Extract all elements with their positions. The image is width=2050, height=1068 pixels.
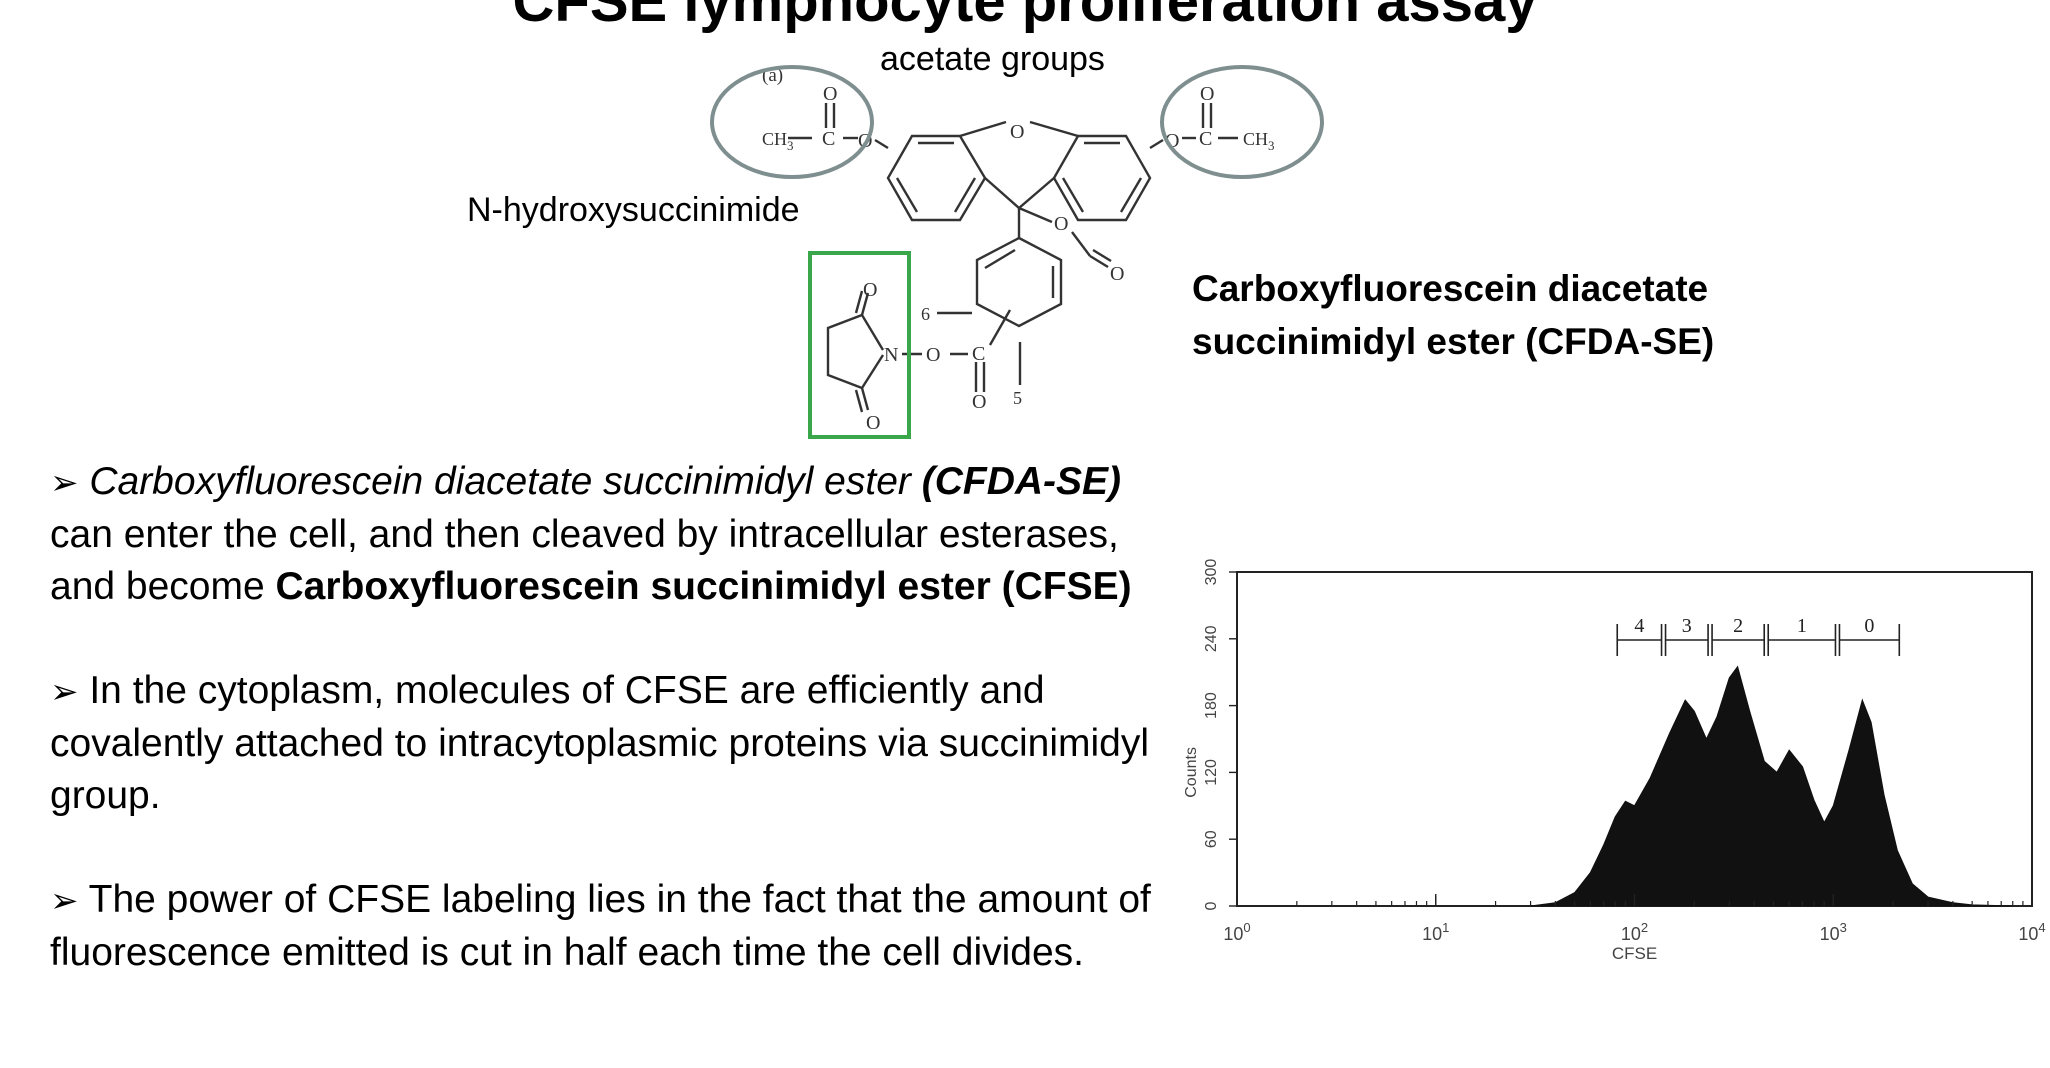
gate-1: 1 — [1767, 615, 1837, 656]
compound-name-line2: succinimidyl ester (CFDA-SE) — [1192, 321, 1715, 362]
y-tick-label: 240 — [1203, 625, 1220, 652]
gate-2: 2 — [1711, 615, 1766, 656]
atom-c-left-acetate: C — [822, 128, 835, 150]
left-acetate-highlight — [710, 65, 874, 179]
bullet-2-text: In the cytoplasm, molecules of CFSE are … — [50, 669, 1149, 817]
bullet-arrow-icon: ➢ — [50, 881, 79, 921]
bullet-1-text: can enter the cell, and then cleaved by … — [50, 513, 1119, 608]
atom-o-succinimide-bottom: O — [866, 412, 880, 434]
bullet-3: ➢ The power of CFSE labeling lies in the… — [50, 874, 1170, 979]
histogram-series-0 — [1530, 665, 2013, 907]
histogram-area — [1530, 665, 2013, 907]
gate-label: 3 — [1682, 615, 1692, 637]
x-tick-label: 101 — [1422, 920, 1449, 944]
compound-name-line1: Carboxyfluorescein diacetate — [1192, 268, 1709, 309]
left-methyl-label: CH3 — [762, 129, 794, 153]
gate-label: 0 — [1864, 615, 1874, 637]
cfda-se-structure: O O O 6 5 C O O N O O O O C CH3 O O C CH… — [710, 65, 1324, 439]
atom-c-right-acetate: C — [1199, 128, 1212, 150]
gate-label: 1 — [1797, 615, 1807, 637]
atom-o-carbonyl: O — [1110, 263, 1124, 285]
bullet-3-text: The power of CFSE labeling lies in the f… — [50, 878, 1151, 974]
atom-o-pyran: O — [1010, 121, 1024, 143]
acetate-groups-label: acetate groups — [880, 40, 1105, 78]
bullet-1: ➢ Carboxyfluorescein diacetate succinimi… — [50, 456, 1170, 613]
gate-label: 4 — [1634, 615, 1644, 637]
right-methyl-label: CH3 — [1243, 129, 1275, 153]
y-axis-label: Counts — [1183, 747, 1200, 798]
bullet-1-italic: Carboxyfluorescein diacetate succinimidy… — [89, 460, 922, 503]
x-tick-label: 103 — [1820, 920, 1847, 944]
x-axis-label: CFSE — [1612, 944, 1657, 963]
bullet-1-bold: Carboxyfluorescein succinimidyl ester (C… — [275, 565, 1132, 608]
atom-o-ester-carbonyl: O — [972, 391, 986, 413]
atom-c-ester: C — [972, 343, 985, 365]
nhs-highlight-box — [808, 251, 911, 439]
position-5-label: 5 — [1013, 388, 1022, 408]
x-tick-label: 100 — [1223, 920, 1250, 944]
y-tick-label: 180 — [1203, 692, 1220, 719]
bullet-arrow-icon: ➢ — [50, 463, 79, 503]
atom-o-right-carbonyl: O — [1200, 83, 1214, 105]
atom-o-succinimide-top: O — [863, 279, 877, 301]
x-tick-label: 102 — [1621, 920, 1648, 944]
slide-title: CFSE lymphocyte proliferation assay — [512, 0, 1538, 34]
y-tick-label: 60 — [1203, 830, 1220, 848]
position-6-label: 6 — [921, 304, 930, 324]
atom-o-lactone: O — [1054, 213, 1068, 235]
bullet-arrow-icon: ➢ — [50, 672, 79, 712]
x-tick-label: 104 — [2018, 920, 2045, 944]
bond-lines — [788, 103, 1238, 413]
right-acetate-highlight — [1160, 65, 1324, 179]
compound-name: Carboxyfluorescein diacetate succinimidy… — [1192, 262, 1714, 368]
y-tick-label: 120 — [1203, 759, 1220, 786]
gate-4: 4 — [1616, 615, 1663, 656]
gate-label: 2 — [1733, 615, 1743, 637]
atom-n-succinimide: N — [884, 344, 898, 366]
atom-o-left-carbonyl: O — [823, 83, 837, 105]
bullet-1-bold-italic: (CFDA-SE) — [921, 460, 1122, 503]
cfse-histogram: 4 3 2 1 0 100 101 102 103 104 0 60 120 180 240 300 CF… — [1183, 559, 2046, 963]
gate-0: 0 — [1838, 615, 1901, 656]
y-axis-ticks: 0 60 120 180 240 300 — [1203, 559, 1237, 910]
y-tick-label: 300 — [1203, 559, 1220, 586]
generation-gates: 4 3 2 1 0 — [1616, 615, 1901, 656]
x-axis-ticks: 100 101 102 103 104 — [1223, 894, 2046, 944]
nhs-label: N-hydroxysuccinimide — [467, 191, 800, 229]
atom-o-ester: O — [926, 344, 940, 366]
y-tick-label: 0 — [1203, 901, 1220, 910]
bullet-list: ➢ Carboxyfluorescein diacetate succinimi… — [50, 456, 1170, 979]
atom-labels: O O O 6 5 C O O N O O O O C CH3 O O C CH… — [762, 65, 1275, 434]
gate-3: 3 — [1664, 615, 1709, 656]
bullet-2: ➢ In the cytoplasm, molecules of CFSE ar… — [50, 665, 1170, 822]
